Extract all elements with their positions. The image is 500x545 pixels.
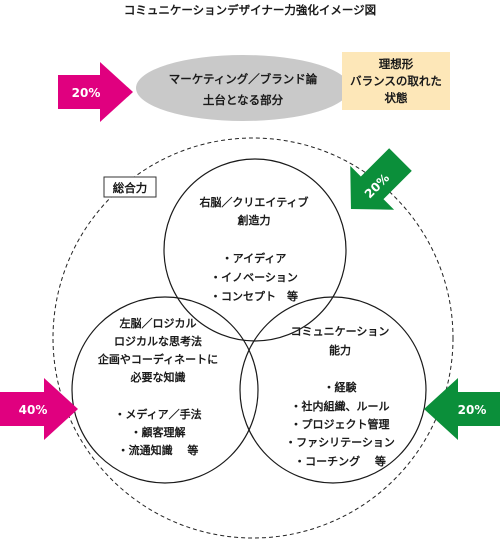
arrow-top-left [58, 62, 133, 122]
communication-title1: コミュニケーション [291, 325, 390, 338]
left-brain-title2: ロジカルな思考法 [114, 334, 202, 348]
left-brain-title1: 左脳／ロジカル [119, 316, 197, 330]
communication-item5: ・コーチング 等 [294, 454, 386, 468]
left-brain-item2: ・顧客理解 [131, 425, 186, 439]
foundation-line2: 土台となる部分 [203, 93, 284, 107]
total-ability-dashed-circle [52, 137, 454, 539]
foundation-line1: マーケティング／ブランド論 [169, 72, 318, 86]
arrow-bottom-left [0, 378, 78, 440]
diagram-title: コミュニケーションデザイナー力強化イメージ図 [124, 3, 376, 17]
communication-title2: 能力 [329, 343, 351, 357]
foundation-ellipse [136, 55, 350, 121]
circle-communication [239, 296, 427, 484]
arrow-top-right [350, 148, 412, 210]
left-brain-title3: 企画やコーディネートに [97, 352, 218, 366]
right-brain-item3: ・コンセプト 等 [210, 289, 298, 303]
left-brain-item1: ・メディア／手法 [114, 407, 201, 421]
total-ability-label: 総合力 [113, 181, 148, 195]
communication-item1: ・経験 [324, 380, 358, 394]
right-brain-item1: ・アイディア [222, 251, 287, 265]
total-ability-label-box [103, 176, 157, 198]
right-brain-title1: 右脳／クリエイティブ [198, 195, 308, 209]
left-brain-item3: ・流通知識 等 [118, 443, 199, 457]
ideal-line2: バランスの取れた [350, 74, 442, 88]
arrow-bottom-right-label: 20% [458, 403, 487, 417]
arrow-bottom-left-label: 40% [19, 403, 48, 417]
left-brain-title4: 必要な知識 [130, 370, 186, 384]
circle-left-brain [71, 296, 259, 484]
ideal-line1: 理想形 [379, 57, 414, 71]
communication-item4: ・ファシリテーション [285, 436, 395, 449]
arrow-bottom-right [424, 378, 500, 440]
arrow-top-left-label: 20% [72, 86, 101, 100]
communication-item3: ・プロジェクト管理 [291, 417, 390, 431]
right-brain-title2: 創造力 [237, 213, 271, 227]
ideal-line3: 状態 [385, 91, 408, 105]
circle-right-brain [163, 158, 347, 342]
communication-item2: ・社内組織、ルール [291, 399, 390, 413]
right-brain-item2: ・イノベーション [210, 271, 298, 284]
ideal-state-box [342, 52, 450, 110]
